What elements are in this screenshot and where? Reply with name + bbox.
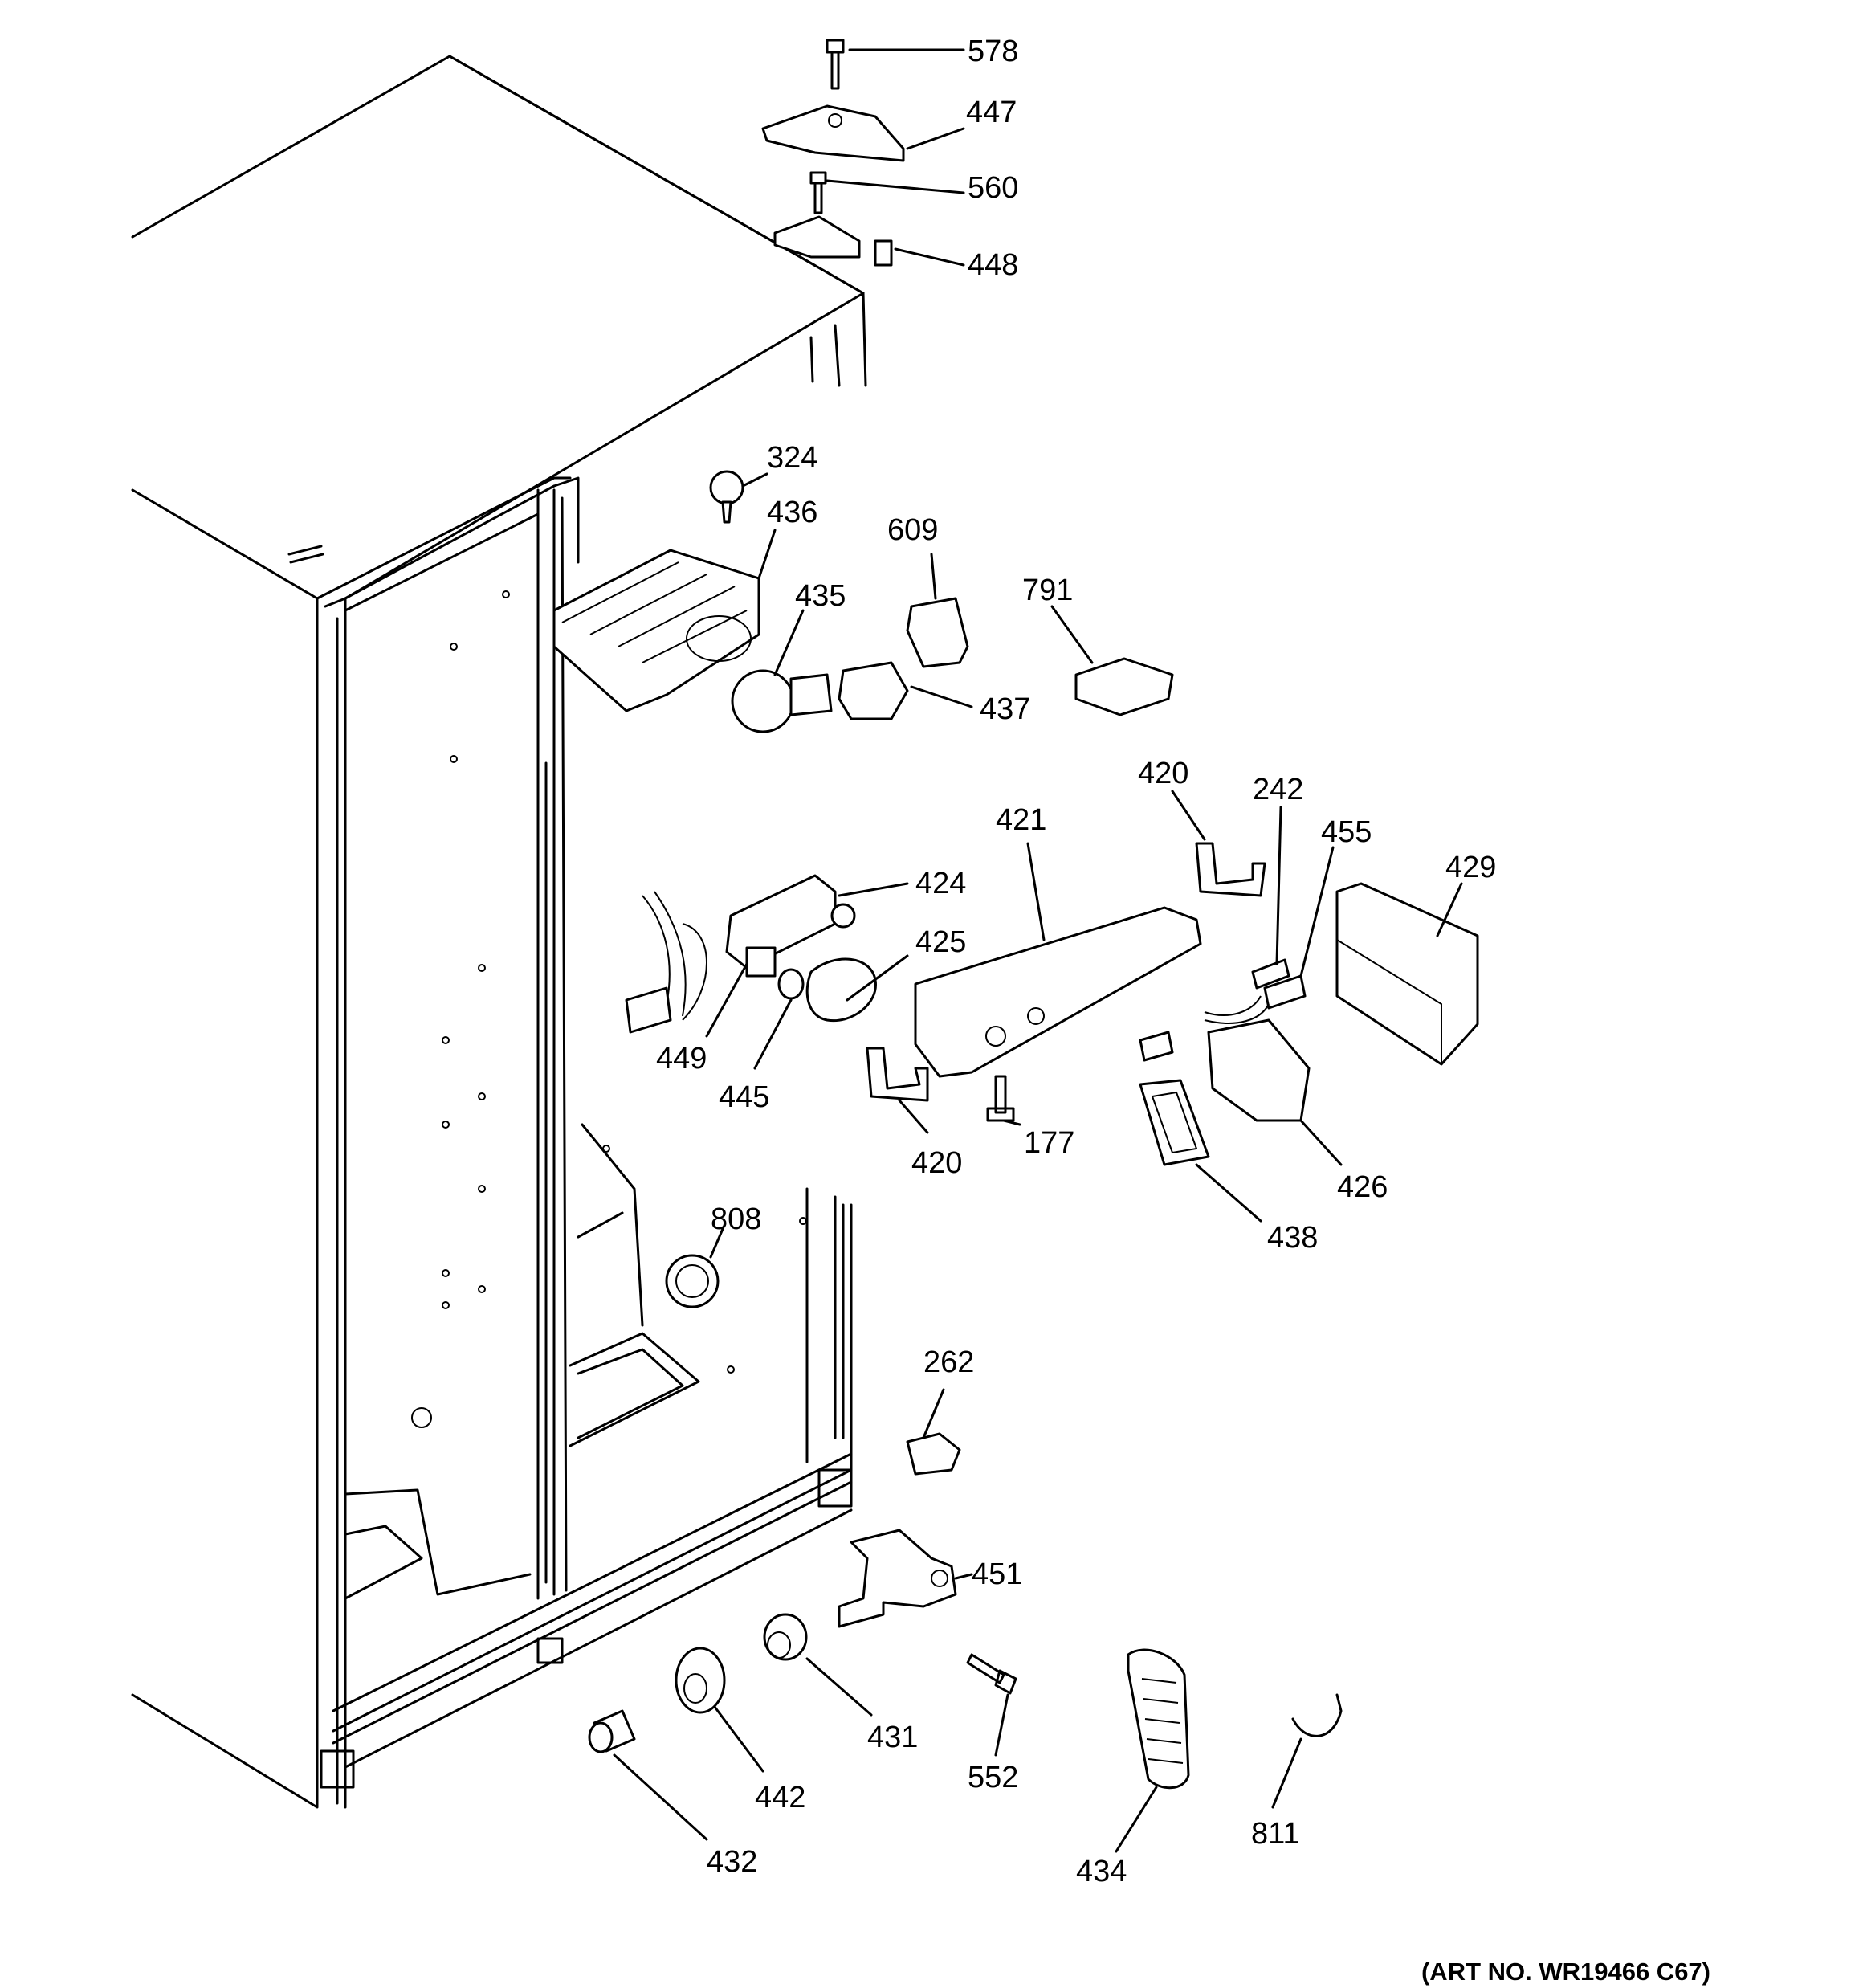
cabinet-body [131,55,867,1809]
callout-425: 425 [915,925,966,959]
clip-420-top-icon [1195,842,1266,897]
panel-429-icon [1335,882,1479,1066]
light-shield-436-icon [552,549,760,712]
knob-425-icon [805,957,877,1023]
part-shapes [552,39,1479,1790]
module-426-icon [1207,1018,1311,1122]
shaft-449-icon [745,946,777,978]
callout-445: 445 [719,1080,769,1114]
clamp-811-icon [1291,1693,1343,1737]
callout-424: 424 [915,867,966,900]
callout-labels: 578 447 560 448 324 436 609 435 791 437 … [656,35,1496,1888]
callout-435: 435 [795,579,846,613]
light-bulb-435-icon [731,669,795,733]
cap-791-icon [1074,657,1174,716]
callout-560: 560 [968,171,1018,205]
screw-552-icon [966,1653,1017,1695]
leader-lines [613,48,1463,1853]
callout-811: 811 [1251,1817,1300,1851]
callout-426: 426 [1337,1170,1388,1204]
callout-808: 808 [711,1202,761,1236]
plug-808-icon [665,1254,720,1308]
callout-448: 448 [968,248,1018,282]
rivet-324-icon [709,470,744,505]
clip-420-bottom-icon [866,1047,929,1102]
callout-262: 262 [923,1345,974,1379]
bushing-262-icon [906,1432,961,1476]
switch-609-icon [906,597,969,668]
callout-449: 449 [656,1042,707,1076]
bushing-431-icon [763,1613,808,1661]
washer-442-icon [675,1647,726,1714]
callout-552: 552 [968,1761,1018,1794]
connector-455-icon [1263,974,1307,1010]
callout-432: 432 [707,1845,757,1879]
harness-242-icon [1251,958,1290,990]
grille-434-icon [1127,1648,1190,1790]
hinge-bracket-451-icon [838,1529,957,1628]
light-socket-437-icon [838,661,909,720]
callout-578: 578 [968,35,1018,68]
callout-429: 429 [1445,851,1496,884]
callout-455: 455 [1321,815,1372,849]
callout-242: 242 [1253,773,1303,806]
spacer-445-icon [777,968,805,1000]
callout-436: 436 [767,496,817,529]
callout-324: 324 [767,441,817,475]
screw-560-icon [809,171,827,214]
callout-791: 791 [1022,574,1073,607]
screw-578-icon [826,39,845,90]
screw-177-icon [986,1075,1015,1122]
callout-609: 609 [887,513,938,547]
callout-420-bottom: 420 [911,1146,962,1180]
callout-434: 434 [1076,1855,1127,1888]
hinge-cover-447-icon [761,104,905,162]
callout-438: 438 [1267,1221,1318,1255]
callout-442: 442 [755,1781,805,1815]
control-harness-424-icon [725,874,837,970]
callout-437: 437 [980,692,1030,726]
callout-447: 447 [966,96,1017,129]
art-number-caption: (ART NO. WR19466 C67) [1421,1957,1710,1986]
callout-177: 177 [1024,1126,1074,1160]
callout-420-top: 420 [1138,757,1188,790]
hinge-plate-448-icon [773,215,861,259]
callout-431: 431 [867,1721,918,1754]
bezel-438-icon [1139,1079,1210,1166]
callout-451: 451 [972,1557,1022,1591]
callout-421: 421 [996,803,1046,837]
